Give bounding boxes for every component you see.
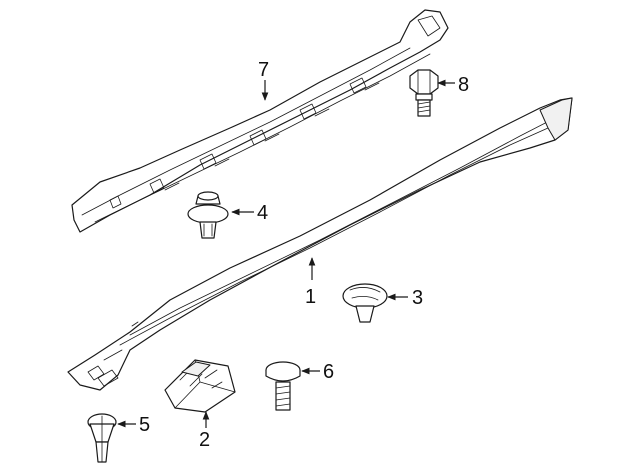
- callout-labels: 1 2 3 4 5 6 7 8: [139, 59, 469, 451]
- callout-4: 4: [257, 202, 268, 224]
- leader-lines: [117, 79, 455, 428]
- callout-6: 6: [323, 361, 334, 383]
- callout-5: 5: [139, 414, 150, 436]
- part-1-rocker-molding: [67, 97, 573, 391]
- part-2-retainer-block: [164, 359, 236, 413]
- part-7-reinforcement-bracket: [71, 9, 449, 233]
- callout-3: 3: [412, 287, 423, 309]
- part-5-split-clip: [87, 413, 117, 463]
- callout-7: 7: [258, 59, 269, 81]
- part-6-round-head-screw: [265, 361, 301, 411]
- part-4-push-clip: [187, 191, 229, 239]
- part-8-bolt: [409, 69, 439, 117]
- callout-1: 1: [305, 286, 316, 308]
- callout-8: 8: [458, 74, 469, 96]
- part-3-cap-fastener: [342, 283, 388, 323]
- callout-2: 2: [199, 429, 210, 451]
